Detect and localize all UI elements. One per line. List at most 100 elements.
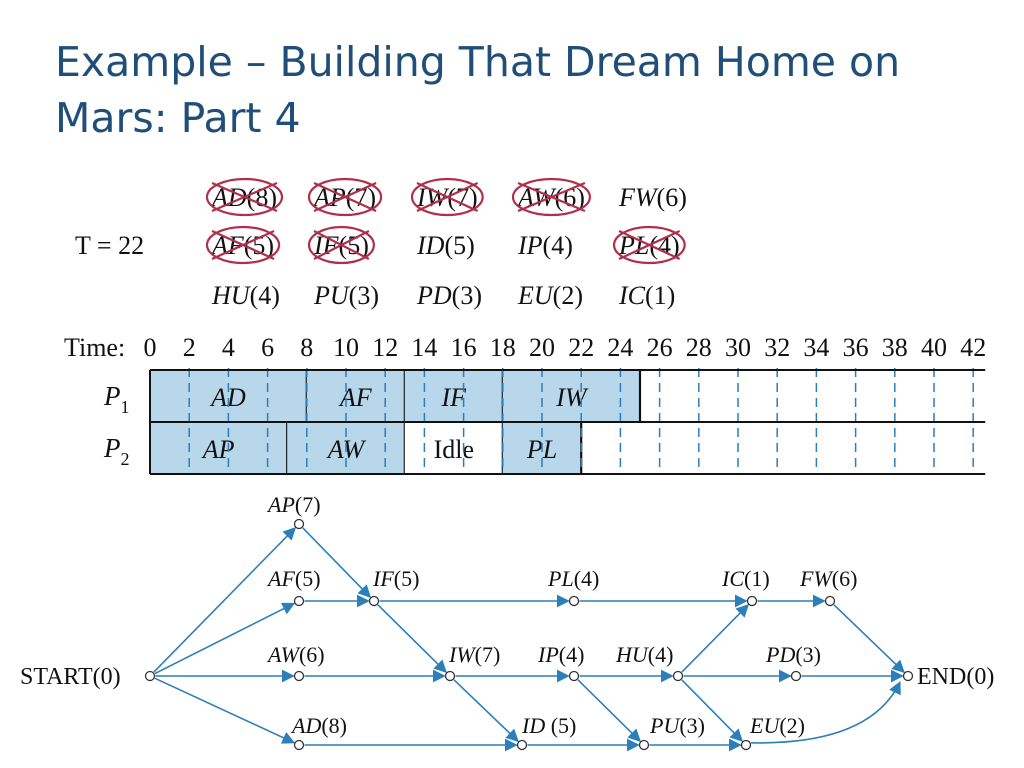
node-ap	[293, 518, 305, 530]
priority-item-hu: HU(4)	[211, 281, 280, 310]
node-iw	[444, 670, 456, 682]
node-label-af: AF(5)	[266, 566, 321, 591]
processor-label-p2: P2	[103, 433, 130, 469]
node-label-start: START(0)	[20, 664, 121, 690]
priority-digraph: START(0) AP(7) AF(5) IF(5) PL(4) IC(1) FW(6) AW…	[20, 492, 994, 752]
schedule-block-label: IF	[441, 383, 468, 412]
time-tick-label: 30	[725, 333, 751, 362]
node-pl	[568, 595, 580, 607]
cross-out-line	[211, 181, 278, 213]
node-label-hu: HU(4)	[615, 642, 673, 667]
schedule-block-iw	[502, 370, 640, 422]
schedule-block-af	[306, 370, 405, 422]
processor-label-p1: P1	[103, 381, 130, 417]
node-hu	[672, 670, 684, 682]
time-tick-label: 22	[568, 333, 594, 362]
cross-out-line	[211, 229, 275, 261]
time-tick-label: 6	[261, 333, 274, 362]
time-tick-label: 4	[222, 333, 235, 362]
edge-iw-id	[453, 679, 519, 743]
node-end	[902, 670, 914, 682]
edge-hu-ic	[681, 604, 750, 673]
cross-out-circle	[205, 177, 284, 217]
node-eu	[740, 739, 752, 751]
slide-title: Example – Building That Dream Home on Ma…	[55, 34, 995, 146]
priority-item-ip: IP(4)	[517, 231, 573, 260]
time-tick-label: 18	[490, 333, 516, 362]
node-label-ip: IP(4)	[537, 642, 584, 667]
priority-list: T = 22 AD(8)AP(7)IW(7)AW(6)FW(6)AF(5)IF(…	[75, 177, 687, 310]
schedule-block-if	[404, 370, 503, 422]
node-label-id: ID (5)	[521, 713, 576, 738]
priority-time-label: T = 22	[75, 231, 144, 260]
priority-item-pd: PD(3)	[416, 281, 482, 310]
node-label-ic: IC(1)	[721, 566, 770, 591]
time-tick-label: 12	[372, 333, 398, 362]
time-tick-label: 14	[411, 333, 437, 362]
time-tick-label: 24	[607, 333, 633, 362]
edge-hu-eu	[681, 679, 744, 742]
node-ip	[568, 670, 580, 682]
edge-eu-end	[751, 680, 901, 744]
time-tick-label: 16	[451, 333, 477, 362]
node-ic	[746, 595, 758, 607]
time-tick-label: 36	[843, 333, 869, 362]
node-label-ad: AD(8)	[290, 713, 347, 738]
time-tick-label: 38	[882, 333, 908, 362]
cross-out-line	[618, 230, 681, 260]
cross-out-line	[416, 182, 479, 212]
node-start	[144, 670, 156, 682]
schedule-block-label: AF	[338, 383, 373, 412]
edge-ap-if	[302, 527, 372, 598]
node-id	[516, 739, 528, 751]
priority-item-pu: PU(3)	[313, 281, 379, 310]
node-label-eu: EU(2)	[749, 713, 805, 738]
node-label-end: END(0)	[917, 664, 994, 690]
node-label-pl: PL(4)	[547, 566, 599, 591]
priority-item-af: AF(5)	[210, 231, 274, 260]
priority-item-eu: EU(2)	[517, 281, 583, 310]
priority-item-pl: PL(4)	[618, 231, 680, 260]
node-af	[293, 595, 305, 607]
cross-out-circle	[307, 177, 383, 217]
cross-out-circle	[511, 177, 592, 217]
cross-out-circle	[612, 225, 686, 265]
time-tick-label: 2	[183, 333, 196, 362]
node-label-aw: AW(6)	[266, 642, 325, 667]
time-tick-label: 26	[647, 333, 673, 362]
schedule-block-idle	[404, 422, 503, 474]
time-tick-label: 20	[529, 333, 555, 362]
time-tick-label: 28	[686, 333, 712, 362]
cross-out-circle	[410, 177, 484, 217]
node-label-ap: AP(7)	[266, 492, 321, 517]
node-if	[368, 595, 380, 607]
node-aw	[293, 670, 305, 682]
slide-title-line2: Mars: Part 4	[55, 94, 301, 142]
cross-out-line	[313, 230, 370, 260]
edge-start-ad	[154, 677, 296, 744]
node-label-iw: IW(7)	[448, 642, 500, 667]
node-pu	[638, 739, 650, 751]
schedule-block-ap	[150, 422, 288, 474]
edge-ip-pu	[577, 679, 641, 743]
priority-item-ic: IC(1)	[618, 281, 675, 310]
node-ad	[293, 739, 305, 751]
time-axis-label: Time:	[64, 333, 125, 362]
priority-item-fw: FW(6)	[618, 183, 687, 212]
node-label-pd: PD(3)	[765, 642, 821, 667]
schedule-block-label: AD	[209, 383, 246, 412]
priority-item-id: ID(5)	[416, 231, 475, 260]
node-label-fw: FW(6)	[799, 566, 857, 591]
cross-out-line	[517, 181, 586, 213]
priority-item-ap: AP(7)	[312, 183, 376, 212]
time-tick-label: 34	[803, 333, 829, 362]
edge-fw-end	[833, 604, 905, 674]
slide-title-line1: Example – Building That Dream Home on	[55, 38, 901, 86]
node-label-if: IF(5)	[372, 566, 419, 591]
cross-out-circle	[205, 225, 281, 265]
node-fw	[824, 595, 836, 607]
schedule-block-label: Idle	[434, 435, 474, 464]
node-label-pu: PU(3)	[649, 713, 705, 738]
edge-start-af	[154, 602, 296, 675]
